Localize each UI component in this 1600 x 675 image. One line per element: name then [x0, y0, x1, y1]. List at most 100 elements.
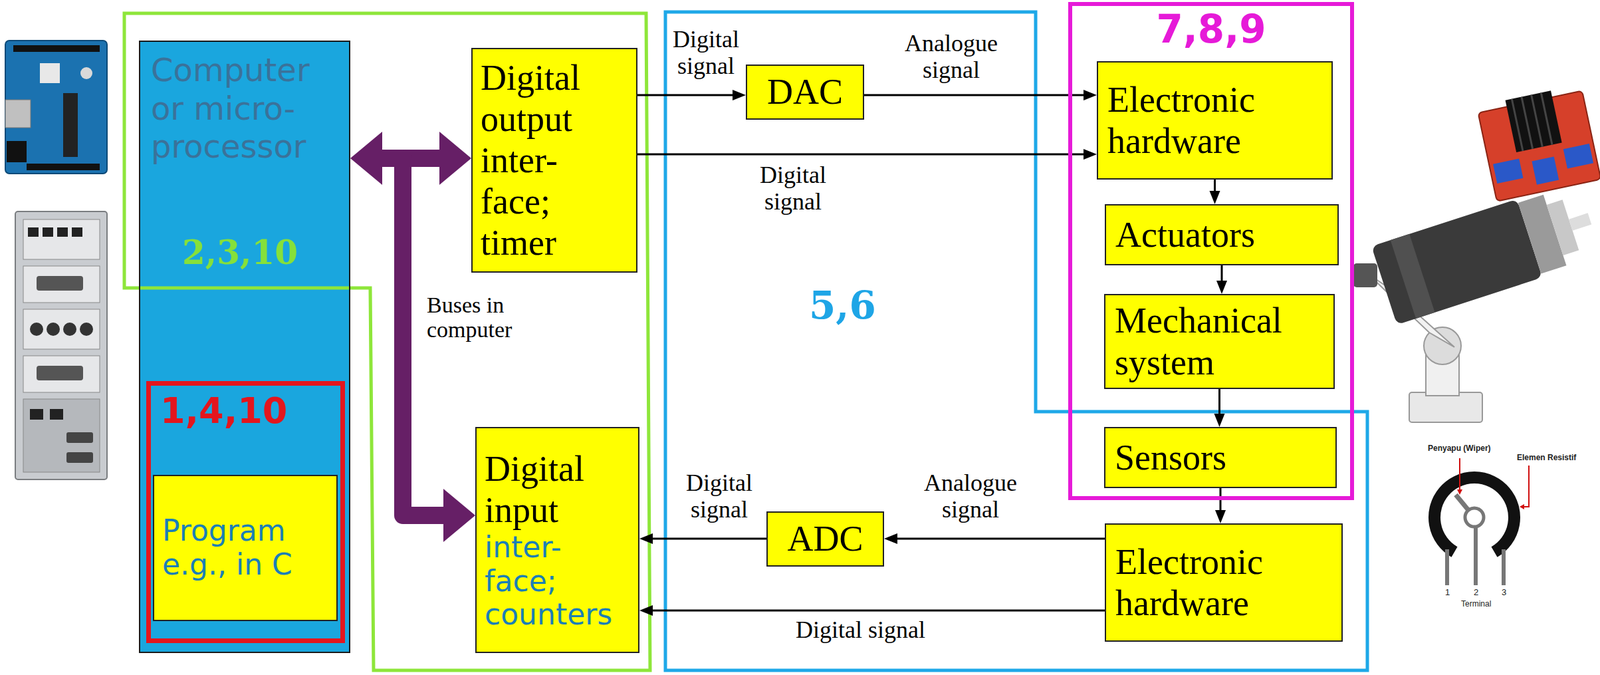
pot-label: Penyapu (Wiper) — [1427, 444, 1491, 453]
potentiometer-symbol — [1445, 549, 1450, 585]
motor-driver-board — [1478, 90, 1600, 201]
controller-unit — [66, 432, 94, 443]
process-box: Electronic hardware — [1096, 61, 1333, 180]
controller-unit — [46, 322, 60, 336]
motor-driver-board — [1540, 92, 1553, 145]
callout-number: 7,8,9 — [1078, 7, 1344, 52]
robot-arm — [1409, 392, 1483, 423]
green-outline — [124, 13, 651, 671]
callout-region: 1,4,10Program e.g., in C — [146, 380, 345, 643]
pin-number: 3 — [1501, 587, 1507, 597]
potentiometer-symbol — [1465, 507, 1484, 527]
connector — [884, 533, 1105, 544]
pot-label: Terminal — [1461, 599, 1491, 609]
arrowhead — [1083, 89, 1097, 101]
controller-unit — [15, 211, 108, 480]
program-box: Program e.g., in C — [152, 474, 338, 621]
arrowhead — [732, 89, 746, 101]
arduino-board — [80, 67, 93, 80]
box-label: ADC — [775, 517, 875, 560]
controller-unit — [57, 227, 68, 237]
motor-driver-board — [1476, 84, 1600, 202]
controller-unit — [66, 452, 94, 463]
gear-motor — [1390, 233, 1436, 319]
box-label: Digital input — [484, 448, 631, 531]
motor-driver-board — [1511, 99, 1523, 151]
pin-number: 1 — [1445, 587, 1450, 597]
process-box: Mechanical system — [1104, 293, 1335, 389]
controller-unit — [79, 322, 94, 336]
robot-arm — [1353, 263, 1378, 288]
callout-region: 7,8,9Electronic hardwareActuatorsMechani… — [1068, 1, 1355, 500]
controller-unit — [27, 227, 39, 237]
arrowhead — [639, 533, 653, 544]
signal-label: Analogue signal — [903, 30, 1000, 84]
controller-unit — [36, 275, 84, 291]
callout-number: 5,6 — [808, 284, 877, 328]
arduino-board — [6, 140, 27, 163]
signal-label: Digital signal — [671, 26, 741, 80]
arrowhead — [1215, 509, 1226, 524]
controller-unit — [49, 408, 64, 420]
arrowhead — [884, 533, 898, 544]
connector-line — [1219, 487, 1222, 512]
connector-line — [650, 609, 1105, 612]
signal-label: Digital signal — [794, 616, 927, 644]
connector — [639, 533, 767, 544]
potentiometer-symbol — [1473, 526, 1478, 585]
connector — [1214, 388, 1226, 427]
connector-line — [637, 153, 1086, 156]
potentiometer-symbol — [1501, 549, 1506, 585]
connector-line — [650, 537, 767, 540]
potentiometer-symbol — [1519, 503, 1525, 510]
connector — [1209, 179, 1221, 205]
motor-driver-board — [1492, 158, 1523, 184]
arduino-board — [26, 163, 100, 171]
arrowhead — [439, 131, 472, 185]
box-label: inter- face; counters — [484, 530, 631, 632]
controller-unit — [42, 227, 54, 237]
connector-line — [895, 537, 1105, 540]
bus-label: Buses in computer — [426, 292, 512, 343]
interface-box: Digital inputinter- face; counters — [475, 426, 640, 653]
arduino-board — [5, 99, 31, 128]
arrowhead — [639, 604, 653, 616]
callout-number: 1,4,10 — [160, 389, 332, 433]
motor-driver-board — [1505, 90, 1563, 153]
connector — [637, 89, 746, 101]
computer-fill — [138, 40, 351, 653]
box-label: Digital output inter- face; timer — [480, 57, 629, 264]
motor-driver-board — [1521, 97, 1533, 149]
box-label: Mechanical system — [1114, 299, 1325, 383]
box-label: Sensors — [1114, 436, 1327, 478]
box-title: Computer or micro- processor — [150, 51, 339, 167]
arrowhead — [1216, 280, 1228, 294]
box-label: DAC — [755, 71, 855, 113]
blue-outline — [665, 11, 1368, 671]
arduino-board — [5, 40, 108, 174]
connector — [1216, 265, 1228, 294]
converter-box: DAC — [745, 64, 865, 120]
process-box: Electronic hardware — [1104, 523, 1343, 642]
box-label: Program e.g., in C — [162, 513, 329, 581]
connector-line — [637, 94, 735, 97]
controller-unit — [36, 365, 84, 381]
connector — [1215, 487, 1226, 524]
callout-number: 2,3,10 — [182, 233, 298, 271]
controller-unit — [23, 398, 100, 472]
potentiometer-symbol — [1434, 457, 1529, 585]
connector-line — [1218, 388, 1221, 416]
gear-motor — [1371, 179, 1600, 325]
interface-box: Digital output inter- face; timer — [471, 47, 638, 273]
connector — [382, 158, 476, 542]
controller-unit — [29, 322, 44, 336]
pin-number: 2 — [1473, 587, 1479, 597]
process-box: Sensors — [1104, 426, 1337, 488]
motor-driver-board — [1531, 156, 1559, 185]
controller-unit — [23, 219, 100, 260]
box-label: Electronic hardware — [1115, 541, 1333, 624]
process-box: Actuators — [1104, 204, 1339, 266]
arduino-board — [39, 63, 60, 84]
potentiometer-symbol — [1522, 465, 1529, 507]
controller-unit — [23, 355, 100, 393]
